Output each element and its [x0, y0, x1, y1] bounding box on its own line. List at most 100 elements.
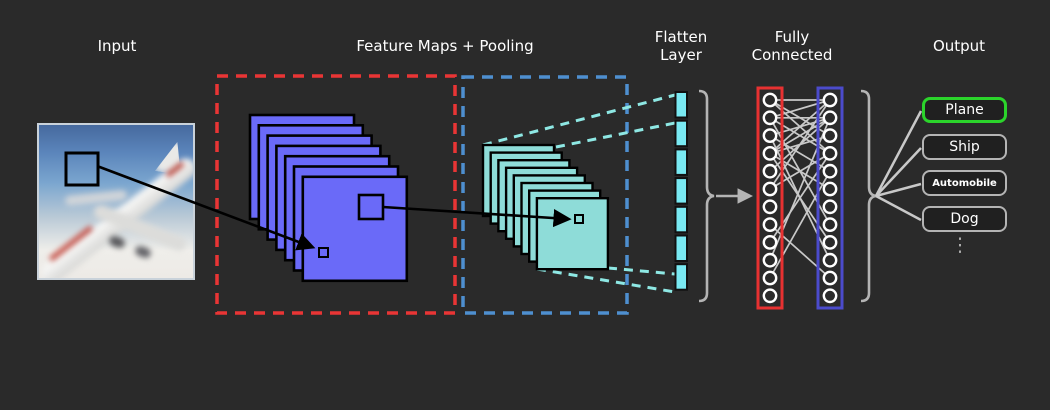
fc-right-node [822, 145, 838, 161]
flatten-projection-line [482, 93, 676, 147]
flatten-brace [698, 89, 715, 303]
flatten-bar [674, 148, 688, 176]
output-class-ship-button[interactable]: Ship [922, 134, 1007, 160]
fc-left-node [762, 288, 778, 304]
fc-left-node [762, 128, 778, 144]
flatten-projection-line [536, 267, 676, 294]
pooling-map-layer [489, 151, 563, 225]
airplane-engine [107, 234, 127, 250]
output-class-automobile-button[interactable]: Automobile [922, 170, 1007, 196]
fc-connection [769, 99, 831, 190]
conv-region-dashed-box [215, 74, 457, 315]
fc-connection [769, 117, 831, 261]
flatten-projection-line [555, 121, 676, 149]
fc-connection [769, 117, 831, 155]
output-class-label: Plane [945, 102, 984, 118]
fc-connection [769, 99, 831, 155]
output-fan-line [875, 147, 922, 197]
flatten-bar [674, 177, 688, 205]
fc-connection [769, 134, 831, 172]
fc-right-node [822, 288, 838, 304]
feature-map-target-cell [318, 247, 329, 258]
fc-connection [769, 117, 831, 155]
fc-right-node [822, 234, 838, 250]
pooling-map-layer [528, 189, 602, 263]
flatten-bar [674, 263, 688, 291]
pooling-region-dashed-box [461, 75, 629, 315]
fc-right-node [822, 110, 838, 126]
feature-map-layer [257, 124, 365, 231]
fc-connection [769, 117, 831, 226]
output-class-label: Ship [949, 139, 980, 155]
feature-map-layer [283, 154, 391, 262]
flatten-label-line1: Flatten [654, 28, 708, 46]
input-label: Input [97, 37, 137, 55]
feature-maps-pooling-label: Feature Maps + Pooling [356, 37, 534, 55]
fc-connection [769, 152, 831, 243]
fc-connection [769, 99, 831, 137]
fc-left-node [762, 252, 778, 268]
pooling-target-cell [574, 214, 584, 224]
pooling-map-layer [497, 158, 571, 233]
output-label: Output [932, 37, 986, 55]
feature-map-layer [275, 144, 382, 252]
output-class-label: Automobile [932, 177, 997, 189]
fc-left-node [762, 234, 778, 250]
output-class-dog-button[interactable]: Dog [922, 206, 1007, 232]
fc-output-brace [860, 89, 877, 303]
fc-connection [769, 152, 831, 190]
fc-connection [769, 152, 831, 243]
fc-connection [769, 116, 831, 137]
output-class-plane-button[interactable]: Plane [922, 97, 1007, 123]
flatten-bar [674, 205, 688, 234]
fc-left-node [762, 163, 778, 179]
fc-connection [769, 135, 831, 261]
fc-right-node [822, 128, 838, 144]
pooling-map-layer [512, 174, 586, 248]
flatten-label-line2: Layer [660, 46, 702, 64]
fc-label-line2: Connected [751, 46, 833, 64]
flatten-bar [674, 91, 688, 119]
feature-map-layer [292, 165, 400, 272]
more-classes-ellipsis: ⋮ [950, 234, 970, 256]
pooling-map-layer [520, 181, 594, 256]
feature-map-kernel-window [357, 193, 385, 221]
fc-connection [769, 152, 831, 190]
fc-left-node [762, 270, 778, 286]
input-airplane-image [37, 123, 195, 280]
airplane-engine [133, 244, 153, 260]
fc-left-node [762, 181, 778, 197]
feature-map-layer [301, 175, 409, 283]
feature-map-layer [266, 134, 373, 241]
fc-connection [769, 99, 831, 155]
flatten-layer-label: Flatten Layer [631, 28, 731, 64]
fc-left-node [762, 92, 778, 108]
flatten-bar [674, 234, 688, 262]
fc-left-node [762, 199, 778, 215]
feature-map-layer [248, 113, 356, 221]
fc-left-node [762, 217, 778, 233]
fc-connection [769, 134, 831, 155]
fc-right-node [822, 199, 838, 215]
fc-right-node [822, 181, 838, 197]
fc-right-node [822, 163, 838, 179]
output-fan-line [875, 182, 922, 198]
pooling-map-layer [535, 196, 610, 271]
output-fan-line [874, 110, 923, 197]
output-class-label: Dog [950, 211, 979, 227]
output-fan-line [875, 194, 922, 222]
fully-connected-label: Fully Connected [742, 28, 842, 64]
pooling-map-layer [504, 166, 579, 241]
fc-left-layer-box [756, 86, 784, 310]
fc-right-layer-box [816, 86, 844, 310]
pooling-map-layer [481, 143, 556, 218]
fc-connection [769, 170, 831, 279]
fc-connection [769, 223, 831, 279]
fc-label-line1: Fully [774, 28, 810, 46]
flatten-projection-line [607, 266, 676, 276]
fc-right-node [822, 270, 838, 286]
fc-left-node [762, 145, 778, 161]
fc-right-node [822, 217, 838, 233]
fc-right-node [822, 252, 838, 268]
